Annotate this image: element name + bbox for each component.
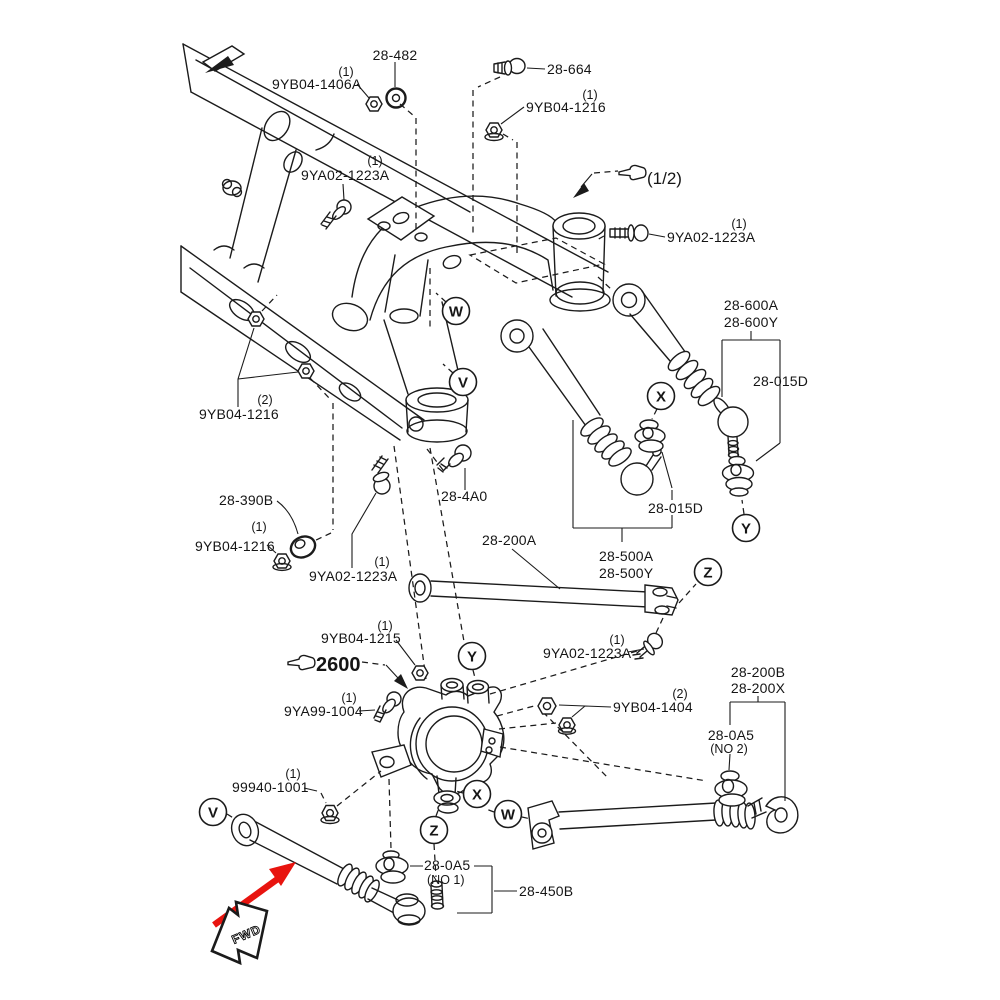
balloon-x-mid: X (646, 381, 676, 420)
fastener-9yb04-1216-top-nut (484, 106, 525, 253)
crossmember-drawing (331, 195, 611, 443)
svg-text:Z: Z (703, 565, 712, 582)
part-label-28-4a0: 28-4A0 (441, 488, 487, 504)
bushing-28-0a5-no1 (375, 850, 409, 884)
svg-text:Y: Y (741, 521, 751, 538)
part-labels: 28-482 (1) 9YB04-1406A 28-664 (1) 9YB04-… (195, 47, 808, 899)
fastener-9yb04-1216-low-nut (266, 544, 292, 572)
balloon-v-lower: V (198, 797, 236, 827)
part-label-28-200b: 28-200B (731, 664, 785, 680)
balloon-z-knuckle: Z (419, 807, 449, 845)
crossmember-bushing-tower (549, 212, 611, 312)
svg-text:X: X (656, 389, 666, 406)
fastener-9ya99-1004-bolt (358, 691, 402, 723)
part-label-28-390b: 28-390B (219, 492, 273, 508)
fastener-9ya02-1223a-center-bolt (351, 455, 391, 568)
part-label-28-500a: 28-500A (599, 548, 654, 564)
part-label-28-0a5-no2: 28-0A5 (708, 727, 754, 743)
part-label-9ya02-1223a-center: 9YA02-1223A (309, 568, 398, 584)
part-label-28-015d-right: 28-015D (753, 373, 808, 389)
fastener-9ya02-1223a-mid-bolt (627, 617, 664, 660)
qty-9ya02-1223a-right: (1) (731, 217, 746, 231)
part-label-28-200a: 28-200A (482, 532, 537, 548)
svg-text:Z: Z (429, 823, 438, 840)
fwd-badge: FWD (210, 900, 269, 966)
fastener-28-482-washer (385, 62, 417, 233)
bushing-28-015d-center (634, 419, 666, 453)
lower-arm-28200b-drawing (527, 696, 799, 850)
balloon-w-lower: W (485, 799, 532, 829)
balloon-y-knuckle: Y (457, 641, 487, 679)
qty-9ya02-1223a-topleft: (1) (367, 154, 382, 168)
balloon-w-upper: W (429, 268, 471, 327)
part-label-28-482: 28-482 (373, 47, 418, 63)
svg-text:W: W (501, 807, 516, 824)
lateral-link-28200a-drawing (408, 548, 697, 616)
part-label-9ya99-1004: 9YA99-1004 (284, 703, 363, 719)
part-label-9yb04-1215: 9YB04-1215 (321, 630, 401, 646)
bushing-28-0a5-no2 (714, 770, 748, 807)
qty-9ya02-1223a-mid: (1) (609, 633, 624, 647)
part-label-9yb04-1216-low: 9YB04-1216 (195, 538, 275, 554)
svg-text:W: W (449, 304, 464, 321)
fastener-9ya02-1223a-right-bolt (594, 224, 666, 242)
qty-9ya02-1223a-center: (1) (374, 555, 389, 569)
part-label-9ya02-1223a-mid: 9YA02-1223A (543, 645, 632, 661)
fastener-9yb04-1404-nuts (537, 697, 612, 735)
qty-9yb04-1216-top: (1) (582, 88, 597, 102)
part-label-9ya02-1223a-right: 9YA02-1223A (667, 229, 756, 245)
part-label-28-600y: 28-600Y (724, 314, 779, 330)
fastener-99940-1001-nut (303, 770, 382, 825)
fastener-9ya02-1223a-topleft-bolt (320, 183, 352, 230)
sub-label-no1: (NO 1) (427, 873, 465, 887)
note-label-2600: 2600 (316, 654, 361, 676)
pointer-note-half (573, 164, 647, 198)
label-mask (644, 500, 708, 515)
part-label-9yb04-1216-top: 9YB04-1216 (526, 99, 606, 115)
part-label-28-015d-center: 28-015D (648, 500, 703, 516)
qty-9ya99-1004: (1) (341, 691, 356, 705)
part-label-9yb04-1406a: 9YB04-1406A (272, 76, 362, 92)
pointing-hand-icon (618, 164, 647, 181)
part-label-9ya02-1223a-topleft: 9YA02-1223A (301, 167, 390, 183)
trailing-link-28450b-drawing (230, 813, 517, 926)
rear-knuckle-drawing (371, 445, 708, 850)
balloon-x-knuckle: X (455, 779, 492, 809)
pointing-hand-icon (287, 654, 316, 671)
part-label-28-600a: 28-600A (724, 297, 779, 313)
qty-9yb04-1406a: (1) (338, 65, 353, 79)
qty-99940-1001: (1) (285, 767, 300, 781)
svg-text:X: X (472, 787, 482, 804)
upper-lateral-link-drawing (594, 224, 781, 497)
part-label-99940-1001: 99940-1001 (232, 779, 309, 795)
part-label-9yb04-1404: 9YB04-1404 (613, 699, 693, 715)
note-label-half: (1/2) (647, 169, 682, 188)
svg-text:V: V (458, 375, 468, 392)
fastener-9yb04-1216-mid-nuts (237, 294, 334, 542)
part-label-9yb04-1216-mid: 9YB04-1216 (199, 406, 279, 422)
part-label-28-200x: 28-200X (731, 680, 786, 696)
bushing-28-015d-right (721, 455, 755, 497)
part-label-28-500y: 28-500Y (599, 565, 654, 581)
washer-28-390b (276, 500, 317, 559)
balloon-y-right: Y (731, 499, 761, 543)
svg-text:Y: Y (467, 649, 477, 666)
balloon-v-upper: V (442, 363, 478, 397)
qty-9yb04-1404: (2) (672, 687, 687, 701)
pointer-note-2600 (287, 654, 408, 689)
fastener-9yb04-1215-nut (395, 639, 429, 681)
qty-9yb04-1216-mid: (2) (257, 393, 272, 407)
part-label-28-664: 28-664 (547, 61, 592, 77)
fastener-28-664-bolt (472, 57, 546, 236)
qty-9yb04-1215: (1) (377, 619, 392, 633)
qty-9yb04-1216-low: (1) (251, 520, 266, 534)
balloon-z-mid: Z (693, 557, 723, 587)
sub-label-no2: (NO 2) (710, 742, 748, 756)
fastener-9yb04-1406a-nut (356, 83, 383, 112)
svg-text:V: V (208, 805, 218, 822)
part-label-28-450b: 28-450B (519, 883, 573, 899)
part-label-28-0a5-no1: 28-0A5 (424, 857, 470, 873)
fastener-28-4a0-bolt (426, 444, 472, 490)
